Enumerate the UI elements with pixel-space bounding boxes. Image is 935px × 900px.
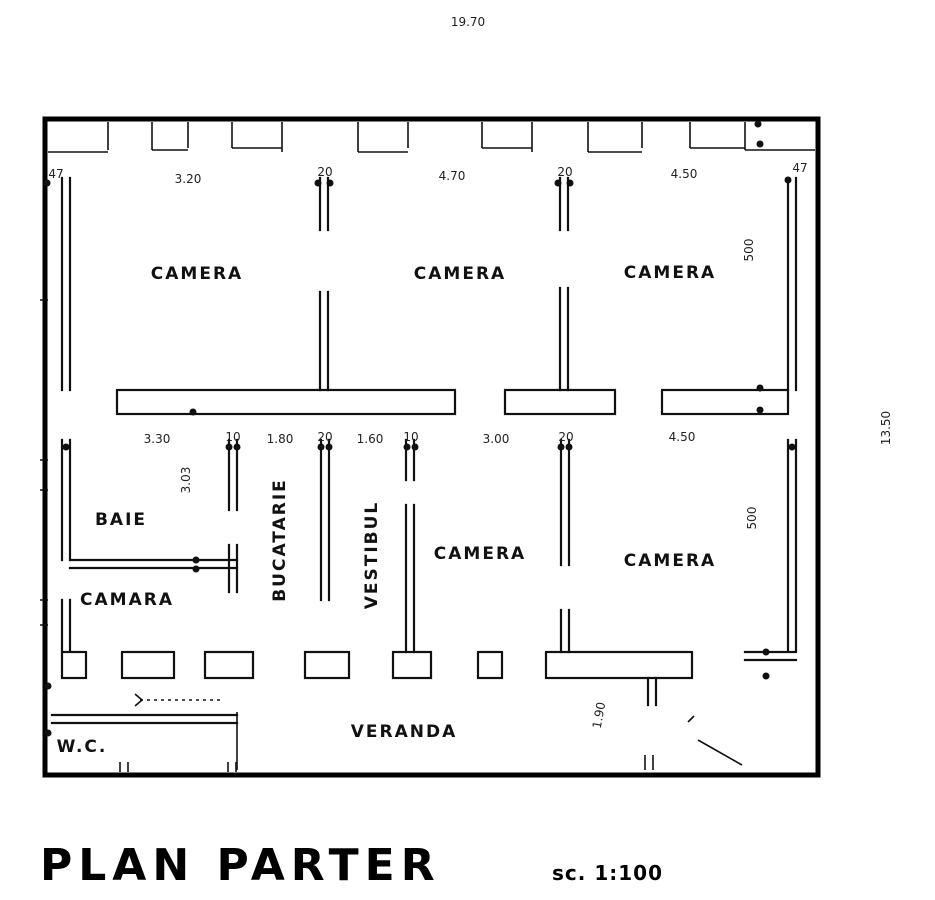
dim-vestibul-width: 1.60 [357,432,384,446]
plan-scale: sc. 1:100 [552,861,663,885]
room-label-camera-top-left: CAMERA [151,264,243,284]
dim-wall-top-mid-1: 20 [317,165,332,179]
plan-title: PLAN PARTER [40,840,441,891]
top-wall-windows [48,122,815,153]
dim-overall-width: 19.70 [451,15,485,29]
dim-top-room-1: 3.20 [175,172,202,186]
entrance-door [687,715,743,766]
dim-depth-top-right: 500 [742,239,756,262]
dim-camera-mid-width: 3.00 [483,432,510,446]
veranda-piers [60,650,798,707]
dim-wall-d: 20 [558,430,573,444]
side-walls [40,176,798,652]
wc-and-stair [50,693,654,772]
upper-partitions [115,176,790,416]
plan-frame [42,116,821,778]
room-label-wc: W.C. [57,737,108,757]
room-label-camera-right: CAMERA [624,551,716,571]
dim-baie-depth: 3.03 [179,467,193,494]
room-label-camera-mid: CAMERA [434,544,526,564]
room-label-camara: CAMARA [80,590,174,610]
dim-top-room-3: 4.50 [671,167,698,181]
room-label-bucatarie: BUCATARIE [270,478,290,602]
dim-top-room-2: 4.70 [439,169,466,183]
dim-veranda-depth: 1.90 [590,701,608,730]
dim-wall-a: 10 [225,430,240,444]
dim-baie-width: 3.30 [144,432,171,446]
dim-overall-depth: 13.50 [879,411,893,445]
dim-wall-c: 10 [403,430,418,444]
dim-bucatarie-width: 1.80 [267,432,294,446]
room-label-baie: BAIE [95,510,147,530]
dim-wall-b: 20 [317,430,332,444]
junction-dots [43,120,796,737]
lower-partitions [68,438,571,654]
dim-wall-top-left: 47 [48,167,63,181]
dim-wall-top-right: 47 [792,161,807,175]
dim-depth-bottom-right: 500 [745,507,759,530]
room-label-veranda: VERANDA [351,722,458,742]
room-label-camera-top-mid: CAMERA [414,264,506,284]
dim-camera-right-width: 4.50 [669,430,696,444]
room-label-camera-top-right: CAMERA [624,263,716,283]
room-label-vestibul: VESTIBUL [362,501,382,610]
dim-wall-top-mid-2: 20 [557,165,572,179]
